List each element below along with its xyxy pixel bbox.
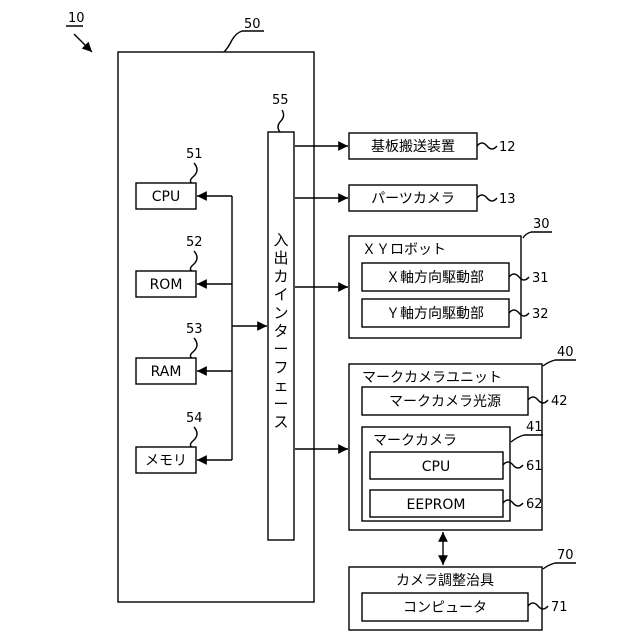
x-drive-label: Ｘ軸方向駆動部 <box>386 270 484 286</box>
memory-ref: 54 <box>186 411 203 426</box>
parts-camera-ref: 13 <box>499 192 516 207</box>
system-ref-label: 10 <box>68 11 85 26</box>
mark-camera-label: マークカメラ <box>373 433 457 449</box>
board-transfer-ref-leader <box>477 143 497 149</box>
mark-camera-unit-ref-leader <box>543 360 555 366</box>
camera-cpu-ref: 61 <box>526 459 543 474</box>
parts-camera-ref-leader <box>477 195 497 201</box>
mark-camera-unit-ref: 40 <box>557 345 574 360</box>
system-ref: 10 <box>66 11 92 52</box>
mark-camera-unit-label: マークカメラユニット <box>362 370 502 386</box>
jig-label: カメラ調整治具 <box>396 573 494 589</box>
io-interface-char: ー <box>273 395 288 413</box>
jig-ref: 70 <box>557 548 574 563</box>
io-interface-char: 出 <box>273 249 288 267</box>
io-interface-char: イ <box>273 286 288 304</box>
board-transfer-label: 基板搬送装置 <box>371 138 455 155</box>
io-interface-char: フ <box>273 358 288 376</box>
xy-robot-ref: 30 <box>533 217 550 232</box>
io-interface-char: ス <box>273 413 288 431</box>
io-interface-char: ン <box>273 304 288 322</box>
io-interface-char: カ <box>273 267 288 285</box>
system-ref-arrow <box>74 34 92 52</box>
mark-light-ref: 42 <box>551 394 568 409</box>
eeprom-label: EEPROM <box>407 497 466 513</box>
rom-ref: 52 <box>186 235 203 250</box>
io-interface-char: 入 <box>273 231 288 249</box>
parts-camera-label: パーツカメラ <box>371 191 455 207</box>
computer-ref: 71 <box>551 600 568 615</box>
y-drive-ref: 32 <box>532 307 549 322</box>
cpu-ref: 51 <box>186 147 203 162</box>
xy-robot-label: ＸＹロボット <box>362 242 446 258</box>
memory-label: メモリ <box>145 453 187 469</box>
io-interface-char: ー <box>273 340 288 358</box>
xy-robot-ref-leader <box>523 232 531 238</box>
controller-ref: 50 <box>224 17 264 52</box>
ram-ref: 53 <box>186 322 203 337</box>
y-drive-label: Ｙ軸方向駆動部 <box>386 306 484 322</box>
controller-ref-leader <box>224 31 242 52</box>
io-interface-char: ェ <box>273 377 288 395</box>
mark-light-label: マークカメラ光源 <box>389 394 501 410</box>
eeprom-ref: 62 <box>526 497 543 512</box>
cpu-label: CPU <box>152 189 180 205</box>
rom-label: ROM <box>150 277 183 293</box>
mark-camera-ref: 41 <box>526 420 543 435</box>
ram-label: RAM <box>151 364 182 380</box>
x-drive-ref: 31 <box>532 271 549 286</box>
io-ref-label: 55 <box>272 93 289 108</box>
camera-cpu-label: CPU <box>422 459 450 475</box>
jig-ref-leader <box>543 563 555 569</box>
io-interface-char: タ <box>273 322 288 340</box>
io-interface-label: 入出カインターフェース <box>273 231 288 431</box>
controller-ref-label: 50 <box>244 17 261 32</box>
computer-label: コンピュータ <box>403 600 487 616</box>
board-transfer-ref: 12 <box>499 140 516 155</box>
